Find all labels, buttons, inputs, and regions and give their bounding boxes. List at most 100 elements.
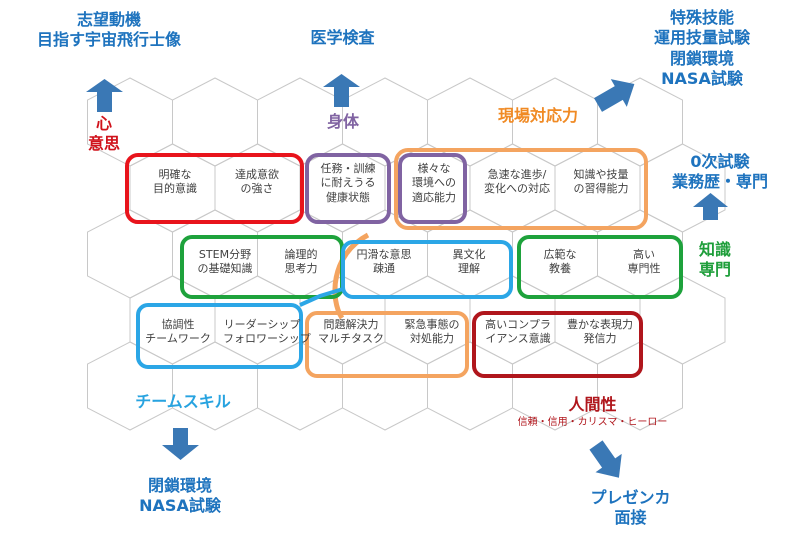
- group-boxes: [125, 148, 683, 378]
- cell-communication-line: 疎通: [373, 262, 395, 276]
- hex-cell: [172, 341, 258, 431]
- hex-cell: [597, 341, 683, 431]
- goal-medical: 医学検査: [310, 28, 375, 47]
- category-knowledge: 知識 専門: [685, 240, 745, 280]
- field-box: [394, 148, 648, 230]
- cell-emergency-line: 対処能力: [410, 332, 454, 346]
- adapt-box: [398, 153, 467, 224]
- cell-broad-education: 広範な教養: [521, 248, 599, 277]
- cell-leadership: リーダーシップフォロワーシップ: [223, 318, 311, 347]
- cell-broad-education-line: 教養: [549, 262, 571, 276]
- cell-logical-thinking: 論理的思考力: [262, 248, 340, 277]
- category-heart-line1: 心: [95, 114, 112, 133]
- hex-cell: [87, 341, 173, 431]
- category-human: 人間性 信頼・信用・カリスマ・ヒーロー: [500, 395, 685, 430]
- goal-special-line2: 運用技量試験: [653, 28, 750, 48]
- cell-leadership-line: リーダーシップ: [223, 318, 301, 331]
- cell-expertise-line: 高い: [633, 248, 655, 261]
- cell-problem-solving: 問題解決力マルチタスク: [312, 318, 390, 347]
- cell-cross-culture: 異文化理解: [430, 248, 508, 277]
- category-knowledge-line1: 知識: [698, 240, 731, 259]
- cell-cooperation-line: 協調性: [161, 318, 195, 331]
- cell-achievement-drive-line: 達成意欲: [235, 168, 279, 181]
- team-box-lower: [136, 303, 303, 369]
- cell-skill-learning-line: の習得能力: [573, 182, 629, 196]
- cell-training-health: 任務・訓練に耐えうる健康状態: [309, 162, 387, 205]
- cell-logical-thinking-line: 思考力: [284, 262, 318, 276]
- goal-presentation-line2: 面接: [614, 508, 647, 527]
- cell-communication: 円滑な意思疎通: [345, 248, 423, 277]
- goal-motivation-line1: 志望動機: [76, 10, 141, 29]
- cell-training-health-line: に耐えうる: [320, 176, 376, 190]
- goal-special-line1: 特殊技能: [669, 8, 734, 27]
- human-box: [472, 311, 643, 378]
- cell-broad-education-line: 広範な: [543, 248, 577, 261]
- cell-skill-learning: 知識や技量の習得能力: [562, 168, 640, 197]
- cell-expression: 豊かな表現力発信力: [561, 318, 639, 347]
- category-knowledge-line2: 専門: [698, 260, 731, 279]
- cell-adapt-environment-line: 適応能力: [412, 190, 456, 204]
- cell-stem-basics: STEM分野の基礎知識: [186, 248, 264, 277]
- goal-motivation: 志望動機 目指す宇宙飛行士像: [25, 10, 193, 50]
- cell-expertise-line: 専門性: [627, 262, 661, 276]
- cell-clear-purpose-line: 明確な: [158, 168, 192, 181]
- arrow-human-down-right: [589, 440, 622, 478]
- cell-stem-basics-line: STEM分野: [198, 248, 252, 261]
- goal-closed-line2: NASA試験: [139, 496, 221, 515]
- problem-box: [305, 311, 469, 378]
- cell-rapid-change-line: 変化への対応: [484, 182, 550, 196]
- cell-rapid-change: 急速な進歩/変化への対応: [478, 168, 556, 197]
- cell-leadership-line: フォロワーシップ: [223, 332, 311, 346]
- cell-expertise: 高い専門性: [605, 248, 683, 277]
- cell-adapt-environment-line: 様々な: [417, 162, 451, 175]
- knowledge-box-right: [517, 235, 683, 299]
- arrow-up-body: [323, 74, 360, 107]
- cell-expression-line: 豊かな表現力: [567, 318, 633, 331]
- goal-zero-line1: 0次試験: [690, 152, 750, 171]
- goal-motivation-line2: 目指す宇宙飛行士像: [36, 30, 181, 49]
- goal-presentation: プレゼンカ 面接: [568, 488, 693, 528]
- cell-compliance-line: 高いコンプラ: [485, 318, 551, 331]
- arrow-up-heart: [86, 79, 123, 112]
- cell-cooperation: 協調性チームワーク: [139, 318, 217, 347]
- cell-compliance: 高いコンプライアンス意識: [479, 318, 557, 347]
- team-box: [341, 240, 513, 299]
- cell-cooperation-line: チームワーク: [145, 332, 211, 346]
- category-team: チームスキル: [135, 392, 231, 411]
- cell-communication-line: 円滑な意思: [356, 248, 412, 261]
- cell-training-health-line: 健康状態: [326, 190, 370, 204]
- cell-achievement-drive: 達成意欲の強さ: [218, 168, 296, 197]
- arrows: [86, 74, 728, 478]
- goal-special-line3: 閉鎖環境: [669, 48, 734, 68]
- cell-skill-learning-line: 知識や技量: [573, 168, 629, 181]
- cell-adapt-environment: 様々な環境への適応能力: [395, 162, 473, 205]
- cell-logical-thinking-line: 論理的: [284, 248, 318, 261]
- category-field: 現場対応力: [497, 106, 578, 125]
- goal-zero-exam: 0次試験 業務歴・専門: [650, 152, 790, 192]
- category-human-sub: 信頼・信用・カリスマ・ヒーロー: [517, 417, 668, 428]
- goal-presentation-line1: プレゼンカ: [590, 488, 671, 507]
- cell-stem-basics-line: の基礎知識: [197, 262, 253, 276]
- cell-problem-solving-line: マルチタスク: [318, 332, 384, 346]
- goal-zero-line2: 業務歴・専門: [671, 172, 768, 191]
- cell-rapid-change-line: 急速な進歩/: [487, 168, 547, 181]
- cell-cross-culture-line: 理解: [458, 262, 480, 276]
- category-body: 身体: [326, 112, 359, 131]
- cell-problem-solving-line: 問題解決力: [323, 318, 379, 331]
- cell-expression-line: 発信力: [583, 332, 617, 346]
- cell-compliance-line: イアンス意識: [485, 332, 551, 346]
- cell-achievement-drive-line: の強さ: [240, 182, 274, 196]
- team-connector: [299, 287, 344, 307]
- goal-special-line4: NASA試験: [661, 69, 743, 89]
- cell-clear-purpose: 明確な目的意識: [136, 168, 214, 197]
- arrow-field-right: [594, 79, 635, 112]
- heart-box: [125, 153, 304, 224]
- hex-cell: [172, 77, 258, 167]
- category-heart: 心 意思: [64, 114, 144, 154]
- arrow-up-knowledge: [693, 193, 728, 220]
- goal-special-skills: 特殊技能 運用技量試験 閉鎖環境 NASA試験: [632, 8, 772, 90]
- cell-clear-purpose-line: 目的意識: [153, 182, 197, 196]
- goal-closed-line1: 閉鎖環境: [147, 476, 212, 495]
- hex-cell: [342, 341, 428, 431]
- category-human-title: 人間性: [568, 395, 617, 414]
